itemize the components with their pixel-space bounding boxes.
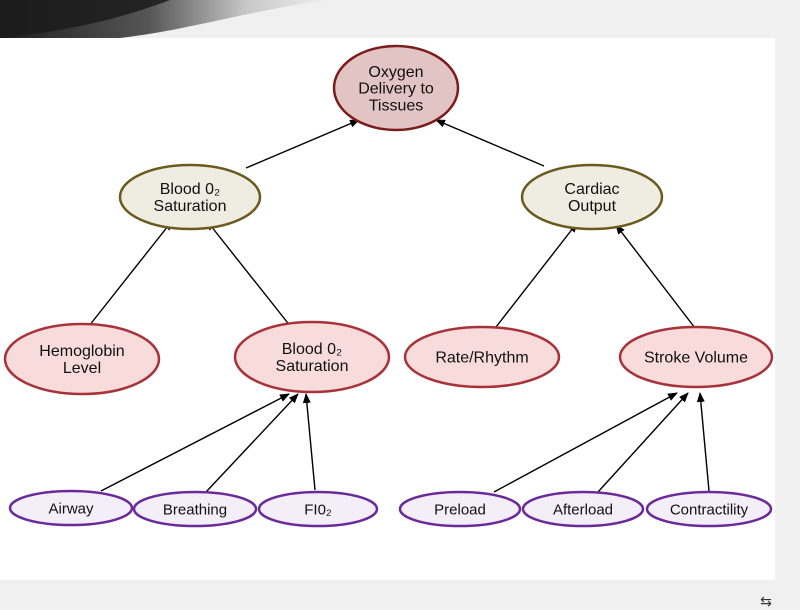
node-label-line: Breathing xyxy=(163,501,227,518)
node-label-line: Delivery to xyxy=(358,81,434,98)
node-afterload: Afterload xyxy=(521,490,645,528)
node-shape xyxy=(618,325,774,389)
node-stroke-volume: Stroke Volume xyxy=(618,325,774,389)
node-shape xyxy=(3,322,161,396)
node-shape xyxy=(403,325,561,389)
node-label-line: Afterload xyxy=(553,501,613,518)
node-preload: Preload xyxy=(398,490,522,528)
node-fio2: FI0₂ xyxy=(257,490,379,528)
arrow-breathing-to-blood-o2-saturation-lower xyxy=(205,393,299,493)
node-breathing: Breathing xyxy=(132,490,258,528)
arrow-cardiac-output-to-oxygen-delivery xyxy=(435,119,545,167)
arrow-stroke-volume-to-cardiac-output xyxy=(615,224,696,329)
switch-window-icon[interactable]: ⇆ xyxy=(760,594,772,610)
node-shape xyxy=(257,490,379,528)
arrow-rate-rhythm-to-cardiac-output xyxy=(495,222,578,328)
arrow-afterload-to-stroke-volume xyxy=(597,392,689,493)
node-shape xyxy=(521,490,645,528)
arrow-contractility-to-stroke-volume xyxy=(696,392,710,492)
node-label-line: Cardiac xyxy=(564,181,619,198)
node-shape xyxy=(332,44,460,132)
node-label-line: Airway xyxy=(48,500,94,517)
node-label-line: Output xyxy=(568,198,617,215)
arrow-airway-to-blood-o2-saturation-lower xyxy=(100,393,290,492)
arrow-hemoglobin-level-to-blood-o2-saturation-upper xyxy=(88,220,173,327)
node-rate-rhythm: Rate/Rhythm xyxy=(403,325,561,389)
node-shape xyxy=(132,490,258,528)
node-label-line: Level xyxy=(63,360,101,377)
arrow-blood-o2-saturation-lower-to-blood-o2-saturation-upper xyxy=(206,220,292,328)
node-contractility: Contractility xyxy=(645,490,773,528)
node-label-line: Stroke Volume xyxy=(644,350,748,367)
node-label-line: Saturation xyxy=(154,198,227,215)
node-label-line: Tissues xyxy=(369,97,424,114)
node-shape xyxy=(398,490,522,528)
node-label-line: FI0₂ xyxy=(304,501,332,518)
node-shape xyxy=(233,320,391,394)
node-airway: Airway xyxy=(8,489,134,527)
node-label-line: Contractility xyxy=(670,501,749,518)
node-label-line: Blood 0₂ xyxy=(282,341,342,358)
node-label-line: Hemoglobin xyxy=(39,343,124,360)
node-label-line: Preload xyxy=(434,501,486,518)
node-shape xyxy=(118,163,262,231)
node-label-line: Saturation xyxy=(276,358,349,375)
arrow-fio2-to-blood-o2-saturation-lower xyxy=(302,393,316,491)
arrow-preload-to-stroke-volume xyxy=(493,392,678,493)
node-label-line: Rate/Rhythm xyxy=(435,350,528,367)
arrow-blood-o2-saturation-upper-to-oxygen-delivery xyxy=(245,119,360,169)
node-shape xyxy=(520,163,664,231)
node-shape xyxy=(645,490,773,528)
node-label-line: Oxygen xyxy=(368,64,423,81)
node-label-line: Blood 0₂ xyxy=(160,181,220,198)
edges-layer xyxy=(88,119,710,493)
node-shape xyxy=(8,489,134,527)
